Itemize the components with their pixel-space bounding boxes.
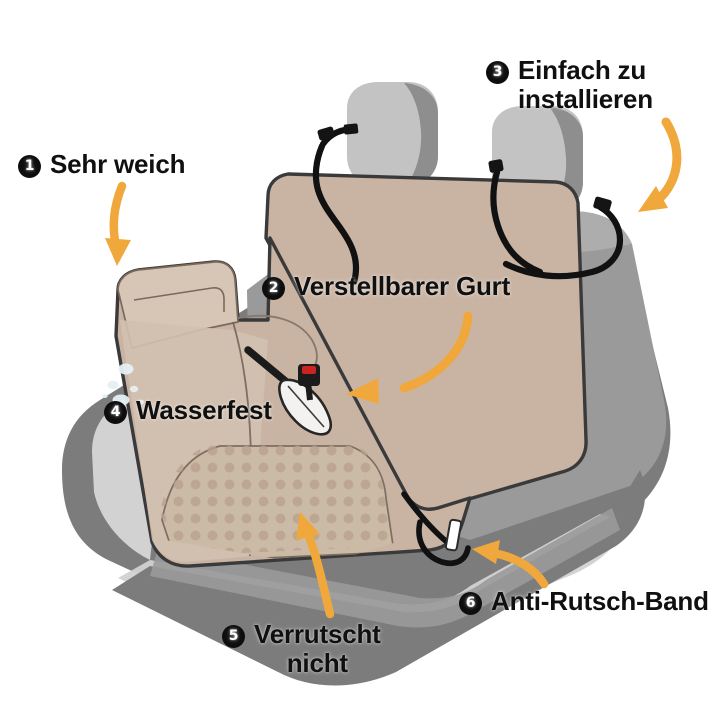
belt-slot-inner-line — [287, 385, 325, 428]
headrest-strap-right-clip — [488, 159, 612, 212]
callout-badge-2: 2 — [262, 277, 285, 300]
arrow-3-einfach-zu-installieren — [638, 117, 682, 212]
callout-5-verrutscht-nicht: 5 Verrutscht nicht — [222, 619, 381, 679]
callout-2-verstellbarer-gurt: 2 Verstellbarer Gurt — [262, 271, 511, 301]
seat-cover — [102, 172, 588, 568]
callout-label-6: Anti-Rutsch-Band — [491, 586, 709, 616]
callout-6-anti-rutsch-band: 6 Anti-Rutsch-Band — [459, 586, 709, 616]
callout-badge-1: 1 — [18, 155, 41, 178]
callout-label-3: Einfach zu installieren — [518, 55, 653, 115]
bolster-inner-seam — [133, 287, 225, 312]
headrest-strap-left-clip — [317, 123, 359, 141]
arrow-2-verstellbarer-gurt — [346, 311, 473, 404]
buckle-release-button — [302, 366, 316, 374]
arrow-1-sehr-weich — [105, 181, 131, 266]
grip-dot-texture — [160, 443, 392, 556]
callout-1-sehr-weich: 1 Sehr weich — [18, 149, 186, 179]
seatbelt-buckle-group — [244, 346, 332, 436]
callout-label-4: Wasserfest — [136, 395, 272, 425]
callout-3-einfach-zu-installieren: 3 Einfach zu installieren — [486, 55, 653, 115]
callout-4-wasserfest: 4 Wasserfest — [104, 395, 272, 425]
car-seat-mid-band — [150, 508, 620, 628]
callout-arrows — [105, 117, 682, 619]
callout-label-1: Sehr weich — [50, 149, 186, 179]
arrow-6-anti-rutsch-band — [472, 540, 549, 589]
anti-slip-strap — [401, 491, 471, 566]
callout-badge-5: 5 — [222, 625, 245, 648]
callout-label-2: Verstellbarer Gurt — [294, 271, 511, 301]
anti-slip-buckle — [444, 518, 463, 552]
arrow-5-verrutscht-nicht — [296, 512, 335, 619]
headrest-strap-right — [490, 168, 624, 280]
callout-label-5: Verrutscht nicht — [254, 619, 381, 679]
water-droplets — [102, 363, 144, 406]
car-seat-front-shadow — [112, 470, 646, 686]
callout-badge-3: 3 — [486, 61, 509, 84]
headrest-left — [347, 82, 438, 196]
callout-badge-4: 4 — [104, 401, 127, 424]
callout-badge-6: 6 — [459, 592, 482, 615]
